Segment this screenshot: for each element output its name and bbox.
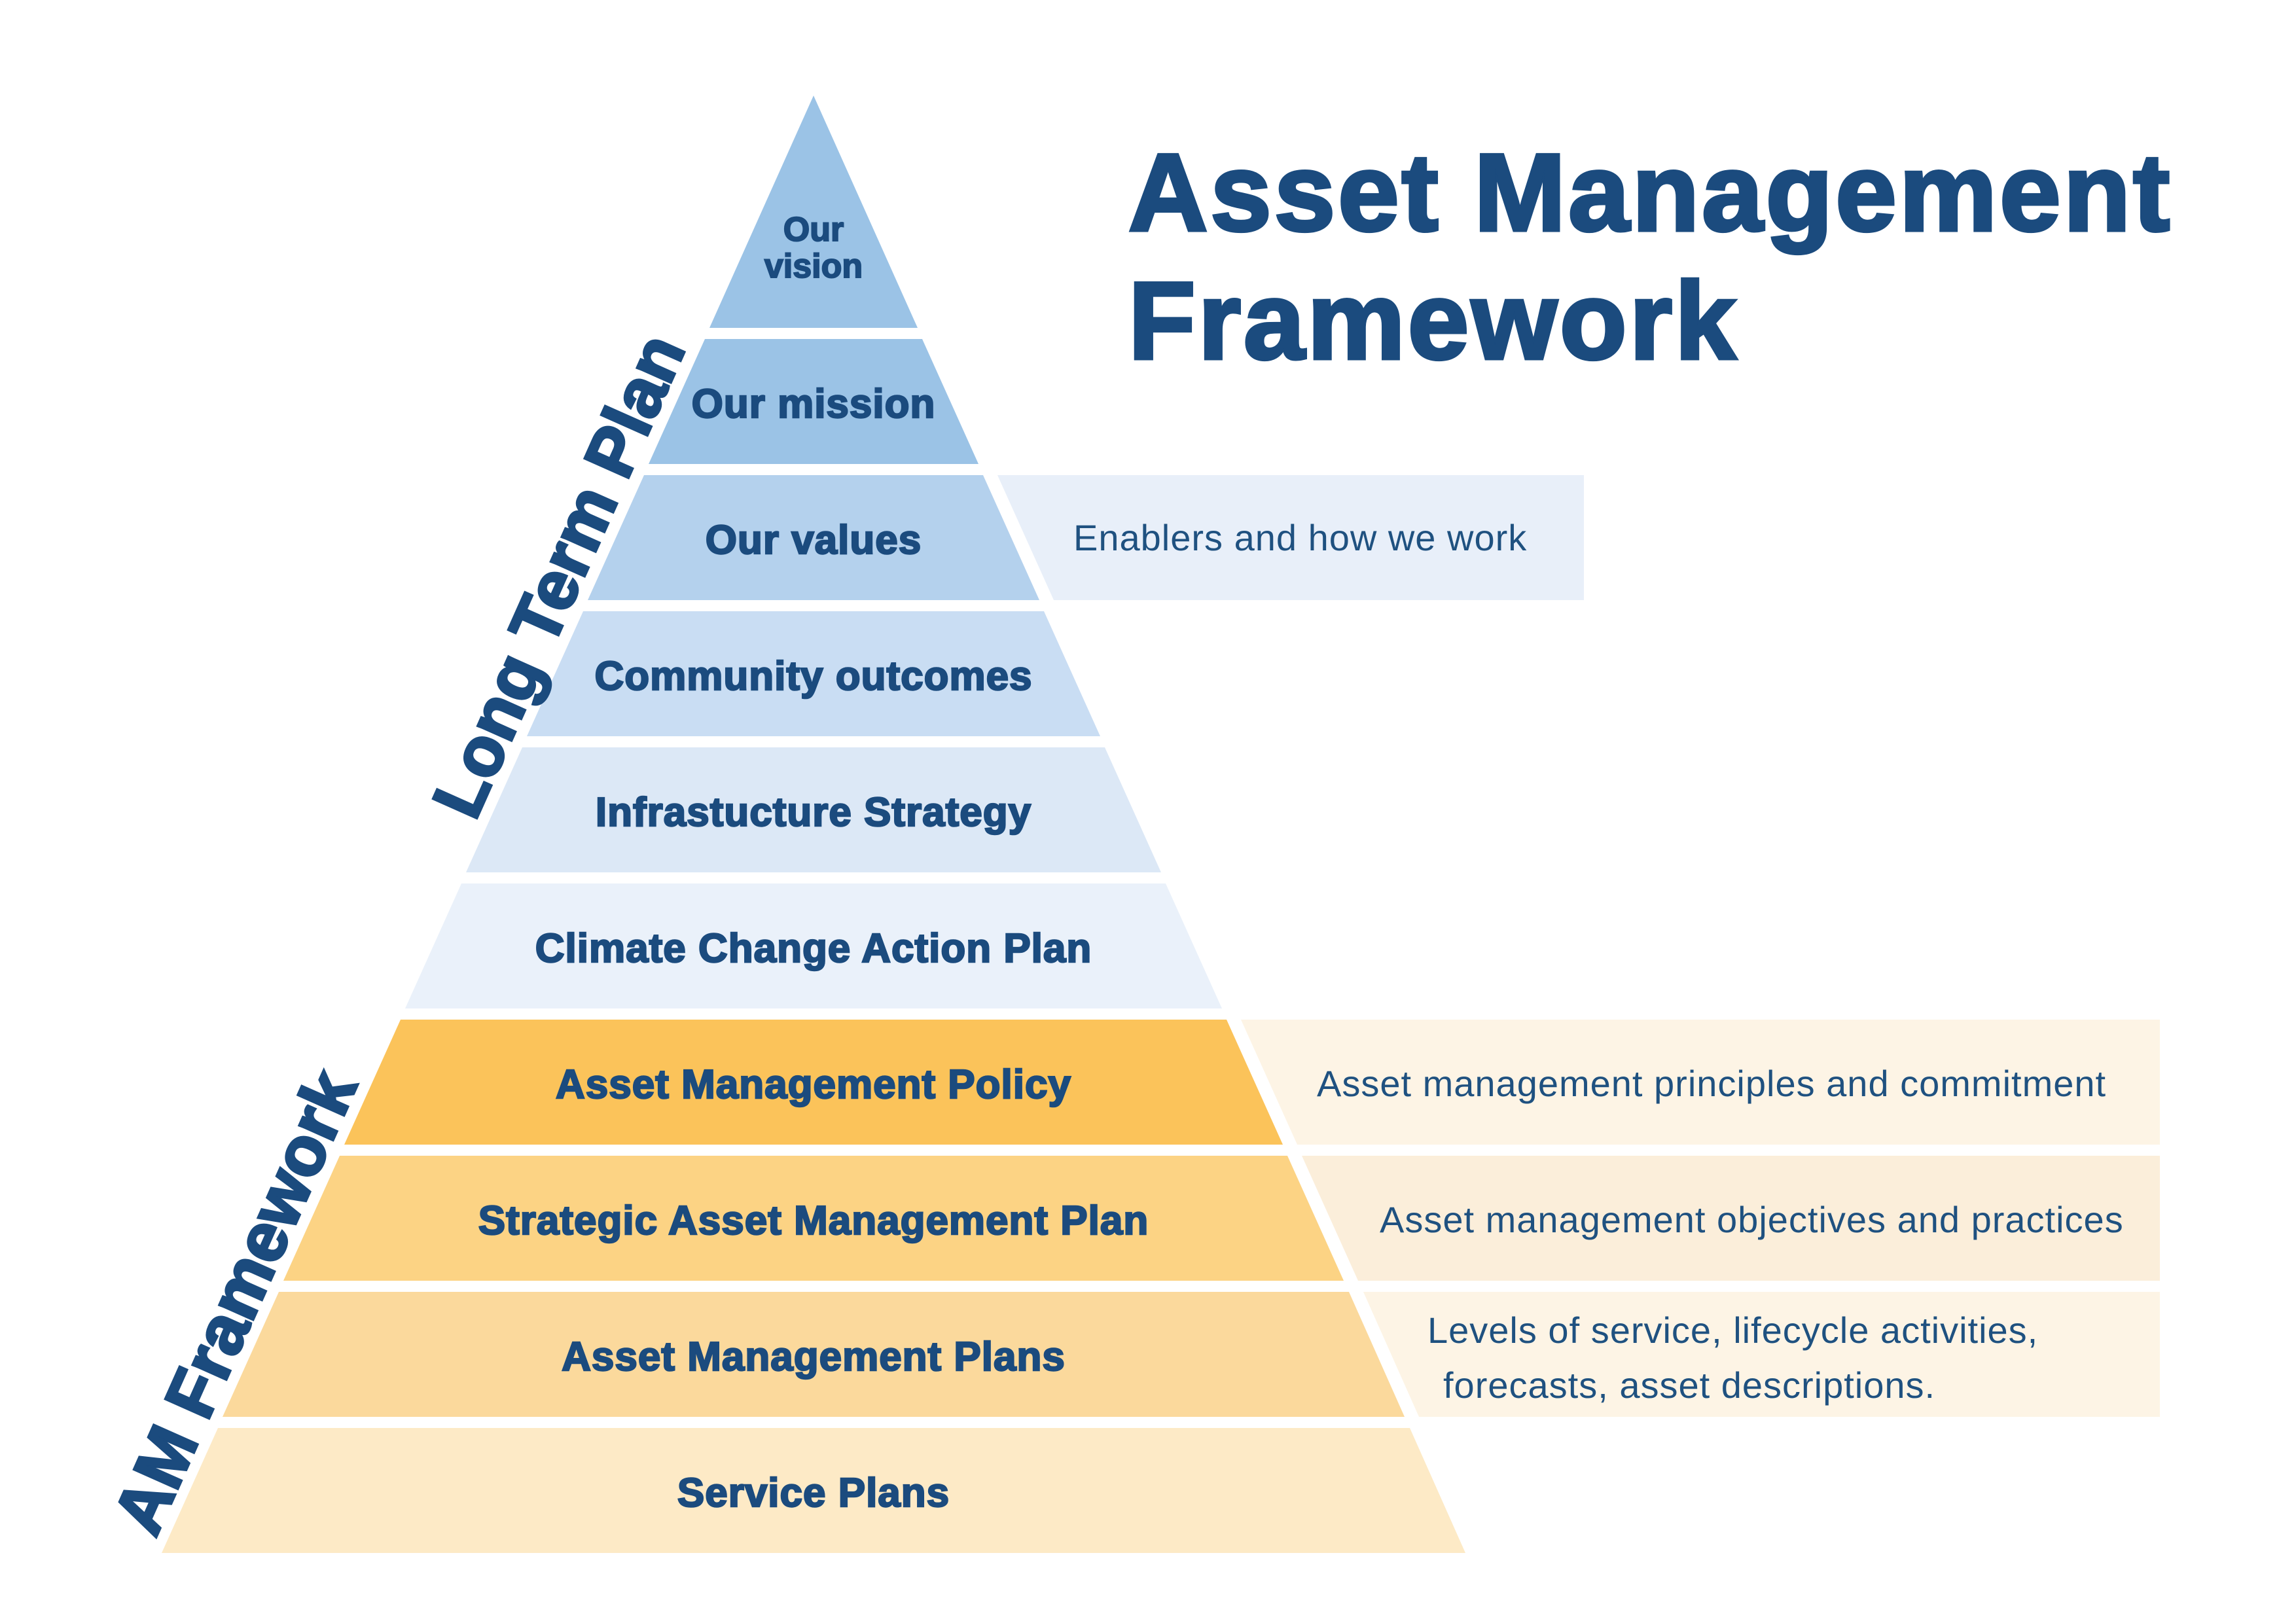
page-title-line1: Asset Management	[1128, 131, 2172, 254]
annotation-principles-text: Asset management principles and commitme…	[1317, 1063, 2106, 1104]
pyramid-level-asset-management-policy	[344, 1020, 1283, 1145]
label-service-plans: Service Plans	[677, 1471, 950, 1516]
label-climate-change-action-plan: Climate Change Action Plan	[535, 926, 1092, 971]
annotation-box-principles	[1241, 1020, 2160, 1145]
label-our-vision-line1: Our	[783, 211, 844, 249]
pyramid-level-community-outcomes	[527, 611, 1100, 736]
annotation-box-objectives	[1302, 1156, 2160, 1281]
label-asset-management-policy: Asset Management Policy	[556, 1062, 1071, 1107]
pyramid-level-infrastucture-strategy	[466, 747, 1161, 872]
pyramid-level-our-values	[588, 475, 1039, 600]
label-strategic-asset-management-plan: Strategic Asset Management Plan	[478, 1198, 1149, 1243]
annotation-box-enablers	[997, 475, 1584, 600]
label-our-values: Our values	[706, 518, 922, 563]
pyramid-level-climate-change-action-plan	[405, 883, 1222, 1008]
label-asset-management-plans: Asset Management Plans	[562, 1334, 1066, 1380]
annotation-enablers-text: Enablers and how we work	[1073, 517, 1527, 558]
annotation-objectives-text: Asset management objectives and practice…	[1380, 1199, 2124, 1240]
page-title-line2: Framework	[1128, 259, 1738, 382]
pyramid-level-asset-management-plans	[223, 1292, 1405, 1417]
annotation-box-levels-of-service	[1363, 1292, 2160, 1417]
label-community-outcomes: Community outcomes	[594, 654, 1032, 699]
annotation-levels-of-service-line2: forecasts, asset descriptions.	[1443, 1364, 1935, 1406]
label-our-vision-line2: vision	[764, 247, 863, 285]
pyramid-level-service-plans	[162, 1428, 1465, 1553]
label-our-mission: Our mission	[692, 382, 936, 427]
annotation-levels-of-service-line1: Levels of service, lifecycle activities,	[1427, 1310, 2038, 1351]
pyramid-level-strategic-asset-management-plan	[283, 1156, 1344, 1281]
pyramid-level-our-vision	[709, 96, 918, 328]
label-infrastucture-strategy: Infrastucture Strategy	[596, 790, 1031, 835]
pyramid-level-our-mission	[649, 339, 978, 464]
